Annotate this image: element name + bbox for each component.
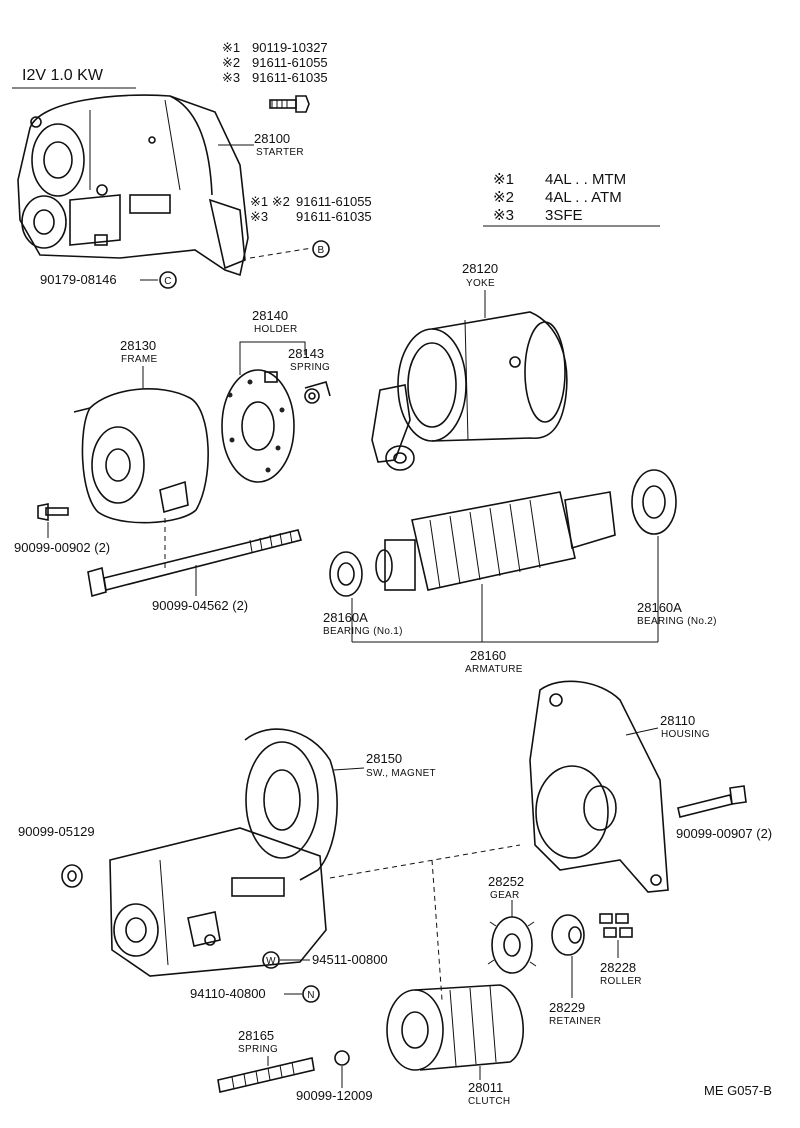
- ref-mark-n-label: N: [307, 990, 315, 1001]
- gear-name: GEAR: [490, 890, 520, 901]
- drawing-code: ME G057-B: [704, 1083, 772, 1098]
- top-bolt-drawing: [269, 95, 310, 113]
- ref-mark-w-label: W: [266, 956, 276, 967]
- bearing-2-number: 28160A: [637, 600, 682, 615]
- ref-mark-w: W: [262, 951, 280, 969]
- bottom-spring-drawing: [217, 1057, 315, 1093]
- bearing-1-drawing: [329, 551, 363, 597]
- mid-bolt-mark-2: ※3: [250, 209, 268, 224]
- roller-number: 28228: [600, 960, 636, 975]
- housing-number: 28110: [660, 713, 695, 728]
- mid-bolt-number-1: 91611-61055: [296, 194, 372, 209]
- starter-number: 28100: [254, 131, 290, 146]
- frame-drawing: [73, 388, 209, 524]
- top-bolt-mark-1: ※1: [222, 40, 240, 55]
- bearing-1-name: BEARING (No.1): [323, 626, 403, 637]
- housing-name: HOUSING: [661, 729, 710, 740]
- frame-screw-number: 90099-00902 (2): [14, 540, 110, 555]
- spring-bottom-name: SPRING: [238, 1044, 278, 1055]
- ref-mark-b: B: [312, 240, 330, 258]
- housing-bolt-number: 90099-00907 (2): [676, 826, 772, 841]
- bearing-1-number: 28160A: [323, 610, 368, 625]
- ref-mark-c-label: C: [164, 276, 172, 287]
- magnet-number: 28150: [366, 751, 402, 766]
- legend-mark-3: ※3: [493, 207, 514, 224]
- top-bolt-number-1: 90119-10327: [252, 40, 328, 55]
- magnet-name: SW., MAGNET: [366, 768, 436, 779]
- top-bolt-mark-3: ※3: [222, 70, 240, 85]
- housing-drawing: [529, 680, 669, 893]
- yoke-name: YOKE: [466, 278, 495, 289]
- magnet-switch-drawing: [109, 728, 338, 977]
- spring-bottom-number: 28165: [238, 1028, 274, 1043]
- bearing-2-name: BEARING (No.2): [637, 616, 717, 627]
- washer-number: 94511-00800: [312, 952, 388, 967]
- bearing-2-drawing: [631, 469, 677, 535]
- ball-drawing: [334, 1050, 350, 1066]
- spring-brush-number: 28143: [288, 346, 324, 361]
- roller-name: ROLLER: [600, 976, 642, 987]
- ref-mark-n: N: [302, 985, 320, 1003]
- through-bolt-number: 90099-04562 (2): [152, 598, 248, 613]
- top-bolt-number-2: 91611-61055: [252, 55, 328, 70]
- through-bolt-drawing: [87, 529, 303, 598]
- legend: ※1 4AL . . MTM ※2 4AL . . ATM ※3 3SFE: [483, 171, 660, 227]
- armature-number: 28160: [470, 648, 506, 663]
- starter-assembly-drawing: [17, 94, 249, 277]
- frame-screw-drawing: [37, 503, 69, 521]
- starter-leader-dash: [249, 247, 313, 259]
- mid-bolt-number-2: 91611-61035: [296, 209, 372, 224]
- legend-mark-2: ※2: [493, 189, 514, 206]
- spring-brush-name: SPRING: [290, 362, 330, 373]
- holder-number: 28140: [252, 308, 288, 323]
- magnet-nut-drawing: [61, 864, 83, 888]
- spec-label: I2V 1.0 KW: [22, 67, 104, 84]
- frame-number: 28130: [120, 338, 156, 353]
- holder-name: HOLDER: [254, 324, 297, 335]
- legend-text-1: 4AL . . MTM: [545, 171, 626, 188]
- legend-text-3: 3SFE: [545, 207, 583, 224]
- mid-bolt-mark-1: ※1 ※2: [250, 194, 290, 209]
- retainer-drawing: [551, 914, 585, 956]
- clutch-name: CLUTCH: [468, 1096, 510, 1107]
- top-bolt-codes: ※1 90119-10327 ※2 91611-61055 ※3 91611-6…: [222, 40, 328, 85]
- brush-spring-drawing: [304, 381, 331, 404]
- yoke-number: 28120: [462, 261, 498, 276]
- armature-name: ARMATURE: [465, 664, 523, 675]
- armature-drawing: [375, 491, 616, 591]
- ref-mark-c: C: [159, 271, 177, 289]
- frame-name: FRAME: [121, 354, 158, 365]
- top-bolt-mark-2: ※2: [222, 55, 240, 70]
- clutch-number: 28011: [468, 1080, 503, 1095]
- holder-drawing: [221, 369, 295, 483]
- legend-mark-1: ※1: [493, 171, 514, 188]
- housing-bolt-drawing: [677, 785, 747, 818]
- top-bolt-number-3: 91611-61035: [252, 70, 328, 85]
- starter-name: STARTER: [256, 147, 304, 158]
- nut-c-number: 90179-08146: [40, 272, 117, 287]
- retainer-name: RETAINER: [549, 1016, 601, 1027]
- roller-drawing: [599, 913, 633, 938]
- retainer-number: 28229: [549, 1000, 585, 1015]
- legend-text-2: 4AL . . ATM: [545, 189, 622, 206]
- ball-number: 90099-12009: [296, 1088, 373, 1103]
- ref-mark-b-label: B: [318, 245, 325, 256]
- nut-n-number: 94110-40800: [190, 986, 266, 1001]
- magnet-nut-number: 90099-05129: [18, 824, 95, 839]
- gear-number: 28252: [488, 874, 524, 889]
- clutch-drawing: [386, 984, 524, 1071]
- yoke-drawing: [371, 311, 568, 471]
- gear-drawing: [487, 916, 537, 974]
- spec-header: I2V 1.0 KW: [12, 67, 136, 89]
